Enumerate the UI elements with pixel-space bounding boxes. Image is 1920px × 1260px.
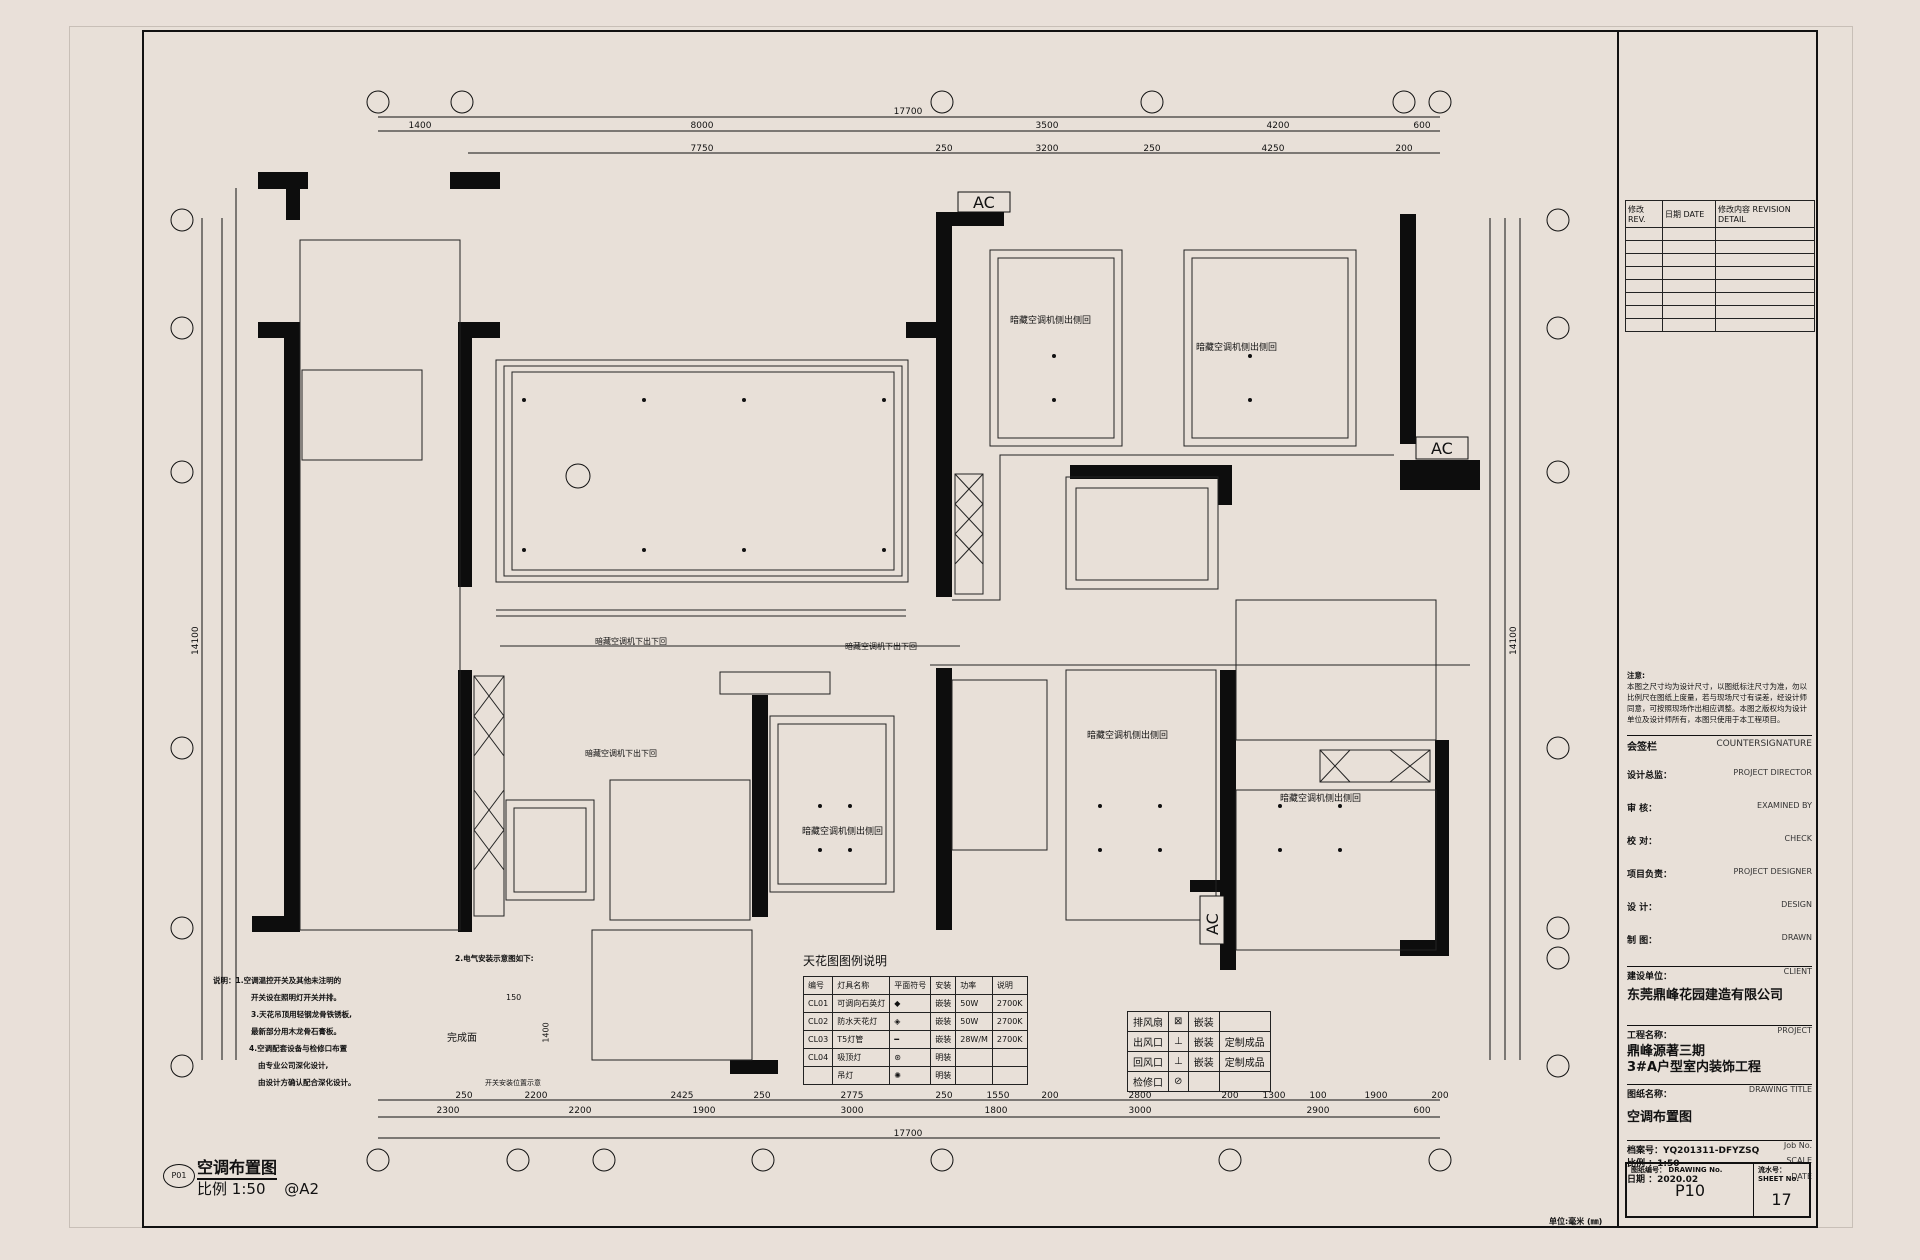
svg-text:3000: 3000	[841, 1106, 864, 1116]
svg-text:8000: 8000	[691, 121, 714, 131]
dim-1400: 1400	[541, 1022, 551, 1043]
client-name: 东莞鼎峰花园建造有限公司	[1627, 988, 1784, 1003]
svg-text:14100: 14100	[1509, 626, 1519, 655]
titleblock-notes: 注意: 本图之尺寸均为设计尺寸，以图纸标注尺寸为准，勿以比例尺在图纸上度量，若与…	[1627, 671, 1807, 724]
svg-text:14100: 14100	[191, 626, 201, 655]
electric-note: 2.电气安装示意图如下:	[455, 954, 534, 963]
sheet-title: 空调布置图	[1627, 1110, 1693, 1125]
svg-text:200: 200	[1431, 1091, 1448, 1101]
drawing-tag: P01	[163, 1164, 195, 1188]
room-label: 暗藏空调机下出下回	[595, 637, 667, 646]
axis-left	[170, 208, 194, 1078]
drawing-scale: 比例 1:50 @A2	[197, 1180, 320, 1198]
room-label: 暗藏空调机下出下回	[585, 749, 657, 758]
project-name-2: 3#A户型室内装饰工程	[1627, 1060, 1761, 1075]
title-block: 修改 REV. 日期 DATE 修改内容 REVISION DETAIL 注意:…	[1617, 30, 1818, 1228]
drawing-title-text: 空调布置图	[197, 1154, 278, 1180]
revision-table: 修改 REV. 日期 DATE 修改内容 REVISION DETAIL	[1625, 200, 1815, 332]
svg-text:3000: 3000	[1129, 1106, 1152, 1116]
axis-right	[1546, 208, 1570, 1078]
svg-text:250: 250	[753, 1091, 770, 1101]
svg-text:200: 200	[1221, 1091, 1238, 1101]
svg-text:250: 250	[455, 1091, 472, 1101]
svg-text:2775: 2775	[841, 1091, 864, 1101]
legend-title: 天花图图例说明	[803, 954, 888, 968]
svg-text:250: 250	[935, 1091, 952, 1101]
svg-text:1900: 1900	[693, 1106, 716, 1116]
svg-text:3500: 3500	[1036, 121, 1059, 131]
ac-label-1: AC	[973, 193, 995, 212]
room-label: 暗藏空调机侧出侧回	[1010, 316, 1092, 326]
svg-text:4250: 4250	[1262, 144, 1285, 154]
svg-text:2900: 2900	[1307, 1106, 1330, 1116]
svg-text:100: 100	[1309, 1091, 1326, 1101]
svg-text:4200: 4200	[1267, 121, 1290, 131]
svg-text:7750: 7750	[691, 144, 714, 154]
svg-text:600: 600	[1413, 1106, 1430, 1116]
legend-extra: 排风扇⊠嵌装 出风口⊥嵌装定制成品 回风口⊥嵌装定制成品 检修口⊘	[1127, 1011, 1271, 1092]
switch-note: 开关安装位置示意	[485, 1079, 541, 1087]
unit-note: 单位:毫米 (㎜)	[1549, 1217, 1603, 1226]
sheet-number: 17	[1771, 1190, 1792, 1209]
drawing-frame	[142, 30, 1818, 1228]
project-name-1: 鼎峰源著三期	[1627, 1044, 1706, 1059]
svg-text:17700: 17700	[894, 107, 923, 117]
svg-text:1300: 1300	[1263, 1091, 1286, 1101]
svg-text:2200: 2200	[569, 1106, 592, 1116]
svg-text:1800: 1800	[985, 1106, 1008, 1116]
svg-text:1900: 1900	[1365, 1091, 1388, 1101]
room-label: 暗藏空调机下出下回	[845, 642, 917, 651]
svg-text:2300: 2300	[437, 1106, 460, 1116]
sheet-number-box: 图纸编号： DRAWING No. P10 流水号： SHEET No. 17	[1625, 1162, 1811, 1218]
svg-text:200: 200	[1041, 1091, 1058, 1101]
svg-text:250: 250	[1143, 144, 1160, 154]
finish-label: 完成面	[447, 1033, 477, 1044]
svg-text:2425: 2425	[671, 1091, 694, 1101]
ac-label-3: AC	[1203, 913, 1222, 935]
svg-text:3200: 3200	[1036, 144, 1059, 154]
general-notes: 说明：1.空调温控开关及其他未注明的 开关设在照明灯开关并排。 3.天花吊顶用轻…	[213, 976, 356, 1087]
svg-text:600: 600	[1413, 121, 1430, 131]
svg-text:17700: 17700	[894, 1129, 923, 1139]
axis-top	[366, 90, 1452, 114]
svg-text:2200: 2200	[525, 1091, 548, 1101]
svg-text:200: 200	[1395, 144, 1412, 154]
svg-text:2800: 2800	[1129, 1091, 1152, 1101]
walls	[252, 172, 1480, 1074]
dim-150: 150	[506, 993, 522, 1002]
legend-row: 吊灯✺ 明装	[802, 1066, 1028, 1085]
svg-text:250: 250	[935, 144, 952, 154]
room-label: 暗藏空调机侧出侧回	[1280, 794, 1362, 804]
svg-text:1550: 1550	[987, 1091, 1010, 1101]
ac-label-2: AC	[1431, 439, 1453, 458]
countersign-row: 会签栏 COUNTERSIGNATURE	[1627, 735, 1812, 753]
room-label: 暗藏空调机侧出侧回	[1196, 343, 1278, 353]
room-label: 暗藏空调机侧出侧回	[1087, 731, 1169, 741]
axis-bottom	[366, 1148, 1452, 1172]
room-label: 暗藏空调机侧出侧回	[802, 827, 884, 837]
svg-text:1400: 1400	[409, 121, 432, 131]
drawing-number: P10	[1674, 1181, 1705, 1200]
